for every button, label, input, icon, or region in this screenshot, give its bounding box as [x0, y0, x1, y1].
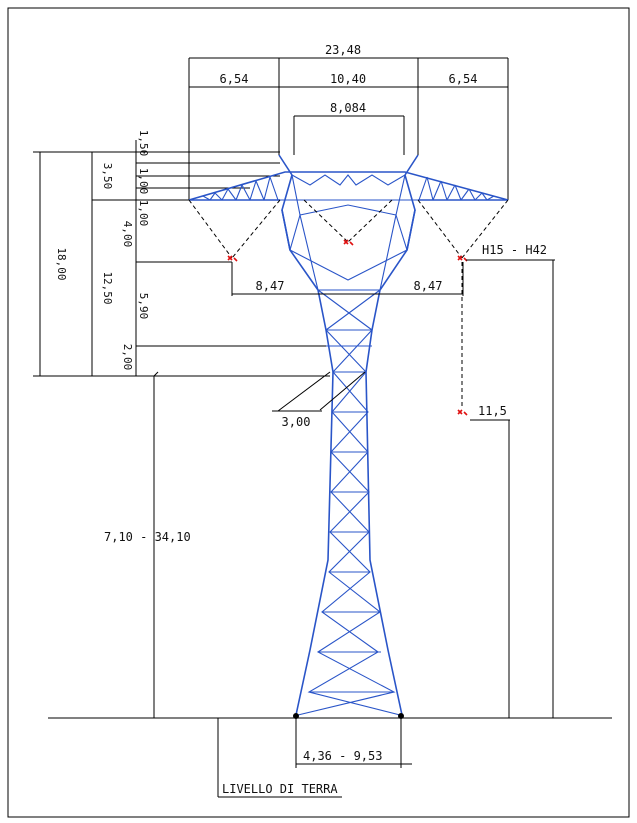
dim-left-arm: 6,54 [220, 72, 249, 86]
footing-dimension [295, 718, 412, 768]
dim-big-a: 18,00 [55, 247, 68, 280]
dim-height-range: 7,10 - 34,10 [104, 530, 191, 544]
height-dimensions [153, 259, 555, 718]
dim-v7: 2,00 [121, 344, 134, 371]
dim-center-width: 10,40 [330, 72, 366, 86]
dim-base: 3,00 [282, 415, 311, 429]
conductor-dimensions [231, 262, 464, 296]
base-dimension [272, 371, 366, 412]
label-tower-types: H15 - H42 [482, 243, 547, 257]
conductor-center [343, 239, 354, 246]
label-ground-level: LIVELLO DI TERRA [222, 782, 338, 796]
conductor-sag [457, 409, 468, 416]
dim-v2: 3,50 [101, 163, 114, 190]
dim-v4: 1,00 [137, 200, 150, 227]
conductor-markers [227, 239, 468, 416]
dim-cond-left: 8,47 [256, 279, 285, 293]
dim-v6: 5,90 [137, 293, 150, 320]
left-dimensions [33, 140, 330, 377]
dim-v1: 1,50 [137, 130, 150, 157]
insulator-lines [188, 199, 509, 408]
dim-right-arm: 6,54 [449, 72, 478, 86]
dim-total-width: 23,48 [325, 43, 361, 57]
frame-border [7, 7, 630, 818]
dim-clearance: 11,5 [478, 404, 507, 418]
tower-lattice [188, 154, 509, 719]
dim-v5: 4,00 [121, 221, 134, 248]
dim-big-b: 12,50 [101, 271, 114, 304]
top-dimensions [188, 57, 509, 200]
dim-cond-right: 8,47 [414, 279, 443, 293]
ground-leader [217, 718, 342, 798]
dim-footing: 4,36 - 9,53 [303, 749, 382, 763]
dim-top-width: 8,084 [330, 101, 366, 115]
conductor-left [227, 255, 238, 262]
dim-v3: 1,00 [137, 168, 150, 195]
